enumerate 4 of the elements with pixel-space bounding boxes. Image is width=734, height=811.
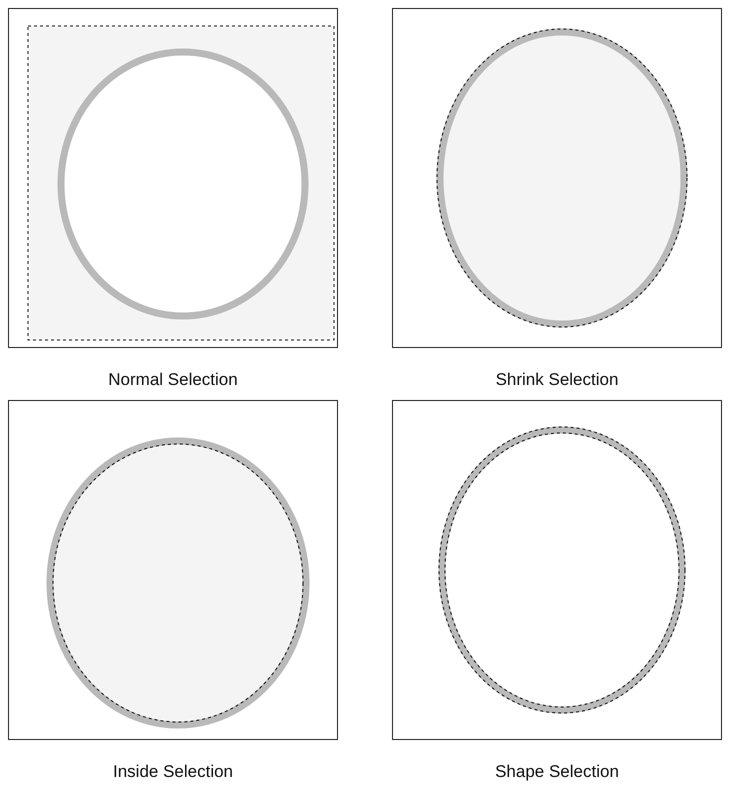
panel-label: Shrink Selection xyxy=(496,370,618,390)
panel-label: Inside Selection xyxy=(112,762,234,782)
panel-label: Shape Selection xyxy=(495,762,619,782)
panel-label: Normal Selection xyxy=(108,370,238,390)
